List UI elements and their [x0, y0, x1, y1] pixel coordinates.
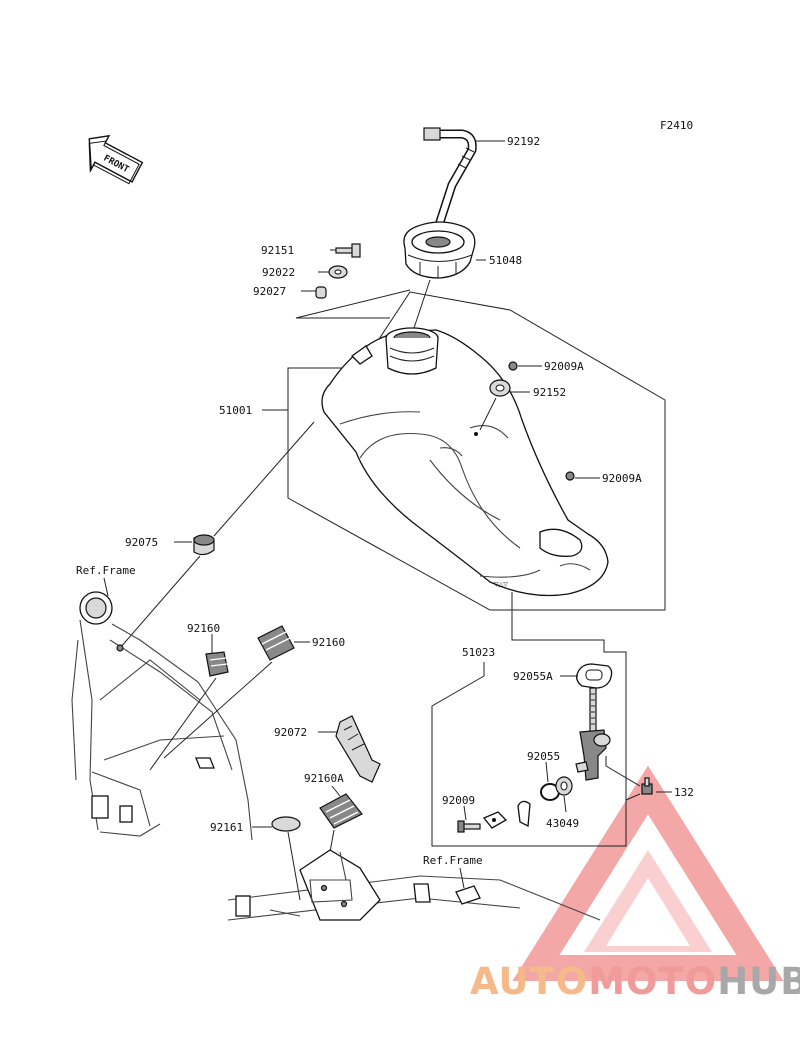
watermark-word-moto: MOTO [588, 960, 718, 1003]
front-arrow-icon: FRONT [88, 134, 144, 185]
washer-92022 [328, 265, 348, 279]
ref-frame-top-label: Ref.Frame [76, 564, 136, 577]
label-92160A: 92160A [304, 772, 344, 785]
figure-code: F2410 [660, 119, 693, 132]
svg-text:▽△▽: ▽△▽ [494, 581, 508, 588]
label-92160-right: 92160 [312, 636, 345, 649]
label-92027: 92027 [253, 285, 286, 298]
ref-frame-bottom-label: Ref.Frame [423, 854, 483, 867]
watermark-logo-text: AUTOMOTOHUB [470, 962, 800, 1002]
strap-92072 [335, 715, 381, 783]
watermark-word-auto: AUTO [470, 960, 589, 1003]
label-51001: 51001 [219, 404, 252, 417]
breather-hose [423, 127, 477, 227]
label-92055A: 92055A [513, 670, 553, 683]
label-92055: 92055 [527, 750, 560, 763]
bolt-132 [641, 777, 653, 795]
label-132: 132 [674, 786, 694, 799]
bolt-92009 [457, 820, 481, 833]
label-92160-left: 92160 [187, 622, 220, 635]
damper-92075 [193, 534, 215, 556]
label-92009A-top: 92009A [544, 360, 584, 373]
pad-92160A [319, 793, 363, 829]
frame-rear [227, 849, 601, 921]
label-92009: 92009 [442, 794, 475, 807]
frame-main [71, 591, 253, 841]
collar-92027 [315, 286, 327, 299]
label-92072: 92072 [274, 726, 307, 739]
lever-clip [482, 800, 531, 829]
watermark-logo-triangle [512, 765, 784, 981]
label-51048: 51048 [489, 254, 522, 267]
fuel-tank-cap [403, 221, 476, 279]
label-92151: 92151 [261, 244, 294, 257]
bolt-92009A-mid [565, 471, 575, 481]
fuel-cock-box [431, 592, 627, 847]
label-51023: 51023 [462, 646, 495, 659]
bolt-92009A-top [508, 361, 518, 371]
fuel-cock [575, 687, 611, 781]
washer-92152 [489, 379, 511, 397]
label-92022: 92022 [262, 266, 295, 279]
cap-92161 [271, 816, 301, 832]
label-92152: 92152 [533, 386, 566, 399]
bolt-92151 [335, 243, 361, 258]
label-92075: 92075 [125, 536, 158, 549]
label-92009A-mid: 92009A [602, 472, 642, 485]
label-43049: 43049 [546, 817, 579, 830]
label-92192: 92192 [507, 135, 540, 148]
watermark-word-hub: HUB [717, 960, 800, 1003]
gasket-92055A [576, 663, 613, 689]
pad-92160-right [257, 625, 295, 661]
fuel-tank: ▽△▽ [321, 327, 609, 597]
nut-43049 [555, 776, 573, 796]
label-92161: 92161 [210, 821, 243, 834]
pad-92160-left [205, 651, 229, 677]
